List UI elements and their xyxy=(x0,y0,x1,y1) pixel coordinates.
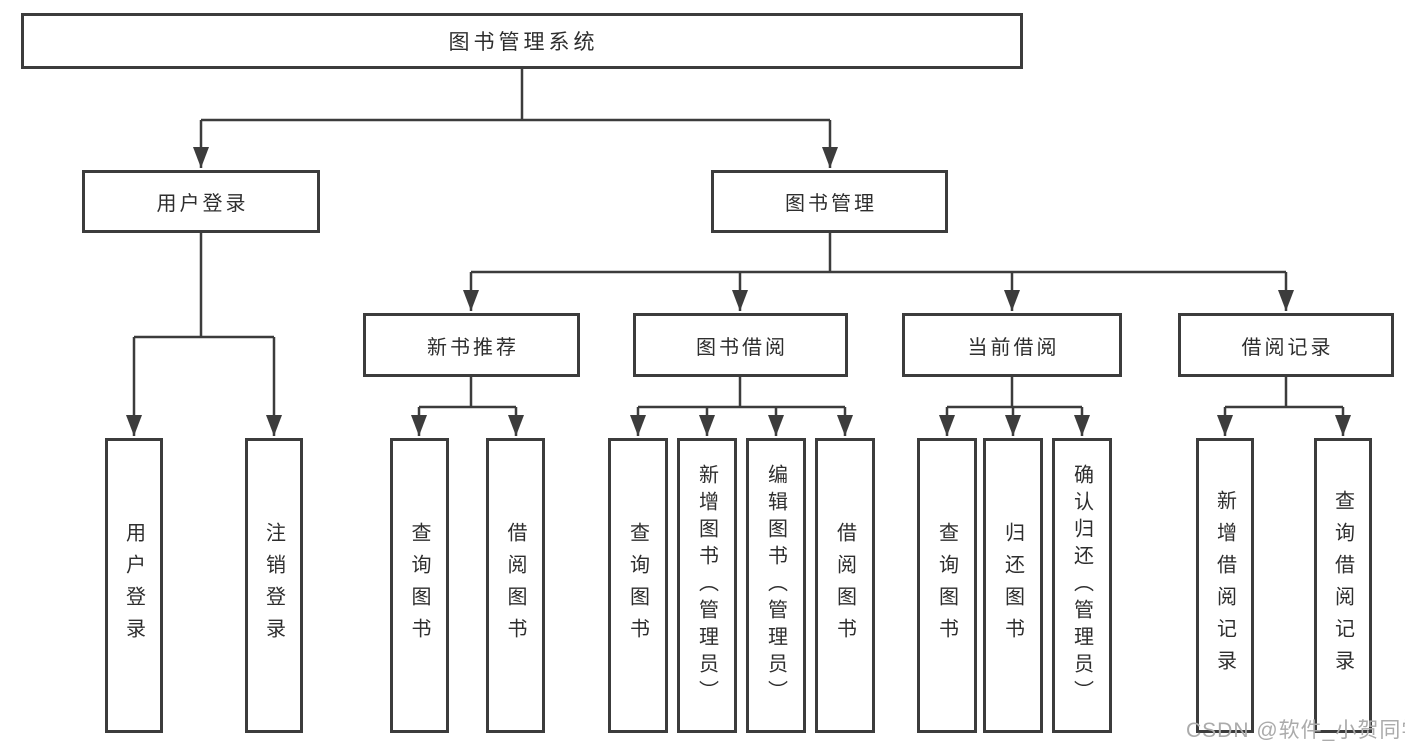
leaf-user-login: 用户登录 xyxy=(105,438,163,733)
leaf-add-borrow-record: 新增借阅记录 xyxy=(1196,438,1254,733)
csdn-watermark: CSDN @软件_小贺同学 xyxy=(1186,719,1405,742)
node-library-management-system: 图书管理系统 xyxy=(21,13,1023,69)
leaf-return-books: 归还图书 xyxy=(983,438,1043,733)
node-user-login: 用户登录 xyxy=(82,170,320,233)
leaf-query-books-current: 查询图书 xyxy=(917,438,977,733)
leaf-query-books-borrow: 查询图书 xyxy=(608,438,668,733)
leaf-logout: 注销登录 xyxy=(245,438,303,733)
leaf-confirm-return-admin: 确认归还（管理员） xyxy=(1052,438,1112,733)
node-book-borrow: 图书借阅 xyxy=(633,313,848,377)
leaf-add-books-admin: 新增图书（管理员） xyxy=(677,438,737,733)
leaf-query-books-recommend: 查询图书 xyxy=(390,438,449,733)
node-new-book-recommend: 新书推荐 xyxy=(363,313,580,377)
leaf-query-borrow-record: 查询借阅记录 xyxy=(1314,438,1372,733)
leaf-borrow-books: 借阅图书 xyxy=(815,438,875,733)
leaf-edit-books-admin: 编辑图书（管理员） xyxy=(746,438,806,733)
node-book-management: 图书管理 xyxy=(711,170,948,233)
node-current-borrow: 当前借阅 xyxy=(902,313,1122,377)
leaf-borrow-books-recommend: 借阅图书 xyxy=(486,438,545,733)
node-borrow-records: 借阅记录 xyxy=(1178,313,1394,377)
